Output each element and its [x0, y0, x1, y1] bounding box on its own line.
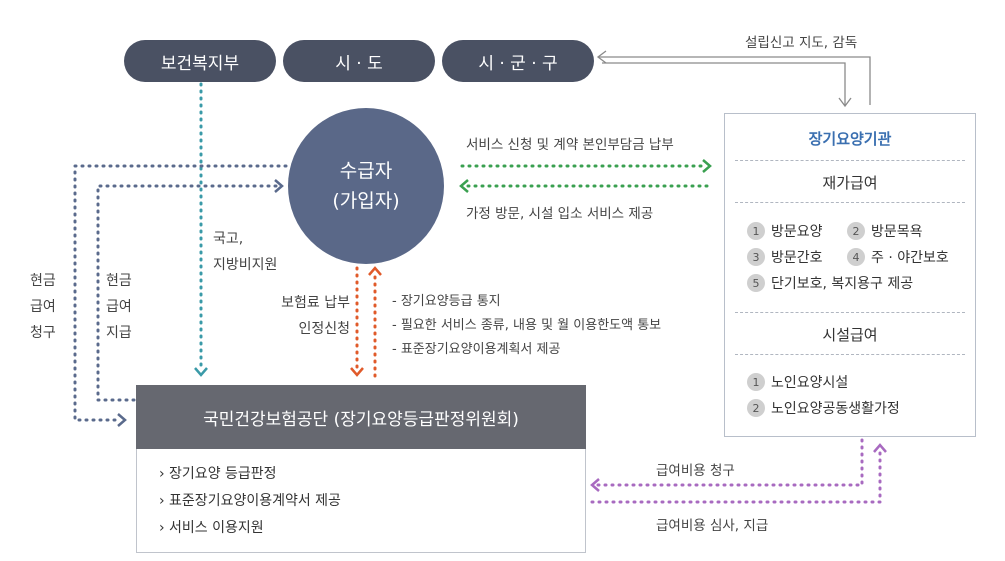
home-care-item: 4 주 · 야간보호 [847, 247, 949, 267]
home-care-item: 2 방문목욕 [847, 221, 923, 241]
cash-pay-word2: 급여 [106, 299, 132, 315]
premium-label-line2: 인정신청 [298, 321, 350, 337]
nhis-item: › 표준장기요양이용계약서 제공 [159, 493, 341, 509]
divider [735, 202, 965, 203]
setup-report-label: 설립신고 지도, 감독 [745, 35, 858, 51]
ministry-label: 보건복지부 [160, 53, 240, 74]
recipient-circle: 수급자 (가입자) [288, 108, 444, 264]
benefit-claim-label: 급여비용 청구 [656, 463, 735, 479]
cash-claim-line [73, 164, 288, 422]
nhis-item: › 장기요양 등급판정 [159, 466, 277, 482]
facility-item: 2 노인요양공동생활가정 [747, 398, 900, 418]
number-badge: 1 [747, 373, 765, 391]
cash-claim-word2: 급여 [30, 299, 56, 315]
notice-item: - 표준장기요양이용계획서 제공 [392, 342, 561, 357]
home-care-item: 1 방문요양 [747, 221, 823, 241]
ministry-pill: 보건복지부 [124, 40, 276, 82]
benefit-review-label: 급여비용 심사, 지급 [656, 518, 769, 534]
cash-claim-label: 현금 급여 청구 [30, 268, 56, 346]
divider [735, 354, 965, 355]
cash-claim-word3: 청구 [30, 325, 56, 341]
subsidy-label: 국고, 지방비지원 [213, 226, 277, 278]
nhis-header: 국민건강보험공단 (장기요양등급판정위원회) [136, 385, 586, 449]
institution-title: 장기요양기관 [808, 130, 892, 148]
city-pill: 시 · 군 · 구 [442, 40, 594, 82]
cash-pay-word3: 지급 [106, 325, 132, 341]
home-care-item-label: 방문요양 [771, 224, 823, 240]
facility-item: 1 노인요양시설 [747, 372, 848, 392]
number-badge: 4 [847, 248, 865, 266]
nhis-title: 국민건강보험공단 (장기요양등급판정위원회) [203, 409, 519, 430]
subsidy-label-line1: 국고, [213, 231, 244, 247]
home-care-item-label: 방문목욕 [871, 224, 923, 240]
nhis-item: › 서비스 이용지원 [159, 520, 264, 536]
divider [735, 160, 965, 161]
cash-pay-word1: 현금 [106, 273, 132, 289]
notice-item: - 장기요양등급 통지 [392, 294, 501, 309]
facility-item-label: 노인요양시설 [771, 375, 849, 391]
premium-label-line1: 보험료 납부 [281, 295, 350, 311]
home-care-title: 재가급여 [822, 174, 878, 192]
notice-item: - 필요한 서비스 종류, 내용 및 월 이용한도액 통보 [392, 318, 662, 333]
number-badge: 5 [747, 274, 765, 292]
number-badge: 2 [847, 222, 865, 240]
subsidy-label-line2: 지방비지원 [213, 257, 278, 273]
number-badge: 3 [747, 248, 765, 266]
home-care-item-label: 주 · 야간보호 [871, 250, 949, 266]
facility-title: 시설급여 [822, 326, 878, 344]
service-request-label: 서비스 신청 및 계약 본인부담금 납부 [466, 137, 674, 153]
home-care-item: 5 단기보호, 복지용구 제공 [747, 273, 913, 293]
benefit-review-line [590, 450, 882, 504]
nhis-body: › 장기요양 등급판정 › 표준장기요양이용계약서 제공 › 서비스 이용지원 [136, 449, 586, 553]
service-provide-label: 가정 방문, 시설 입소 서비스 제공 [466, 206, 654, 222]
divider [735, 312, 965, 313]
city-label: 시 · 군 · 구 [478, 53, 558, 74]
recipient-line2: (가입자) [332, 190, 400, 212]
notice-list: - 장기요양등급 통지 - 필요한 서비스 종류, 내용 및 월 이용한도액 통… [392, 290, 661, 362]
premium-label: 보험료 납부 인정신청 [272, 290, 350, 342]
cash-pay-label: 현금 급여 지급 [106, 268, 132, 346]
supervision-arrow [598, 56, 871, 105]
home-care-item: 3 방문간호 [747, 247, 823, 267]
cash-claim-word1: 현금 [30, 273, 56, 289]
supervision-arrow-inner [602, 62, 846, 105]
number-badge: 2 [747, 399, 765, 417]
province-pill: 시 · 도 [283, 40, 435, 82]
home-care-item-label: 단기보호, 복지용구 제공 [771, 276, 914, 292]
province-label: 시 · 도 [335, 53, 383, 74]
benefit-claim-line [596, 438, 864, 487]
home-care-item-label: 방문간호 [771, 250, 823, 266]
recipient-line1: 수급자 [339, 160, 393, 182]
facility-item-label: 노인요양공동생활가정 [771, 401, 900, 417]
number-badge: 1 [747, 222, 765, 240]
